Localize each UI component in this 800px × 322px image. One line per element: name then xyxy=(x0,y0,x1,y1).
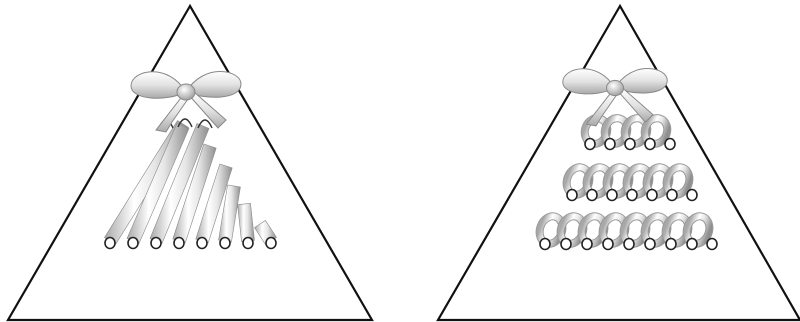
left-ornament xyxy=(8,6,372,320)
lacing-hole xyxy=(561,239,571,250)
lacing-hole xyxy=(665,139,675,150)
right-ornament xyxy=(438,6,800,320)
lacing-hole xyxy=(627,190,637,201)
lacing-hole xyxy=(197,238,207,249)
lacing-hole xyxy=(174,238,184,249)
lacing-hole xyxy=(625,139,635,150)
right-triangle-outline xyxy=(438,6,800,320)
lacing-hole xyxy=(667,190,677,201)
lacing-hole xyxy=(687,190,697,201)
lacing-hole xyxy=(645,239,655,250)
lacing-hole xyxy=(647,190,657,201)
lacing-hole xyxy=(243,238,253,249)
lacing-hole xyxy=(624,239,634,250)
lacing-hole xyxy=(645,139,655,150)
lacing-hole xyxy=(567,190,577,201)
lacing-hole xyxy=(585,139,595,150)
lacing-hole xyxy=(687,239,697,250)
lacing-hole xyxy=(605,139,615,150)
lacing-hole xyxy=(603,239,613,250)
lacing-hole xyxy=(151,238,161,249)
lacing-hole xyxy=(266,238,276,249)
lacing-hole xyxy=(540,239,550,250)
lacing-hole xyxy=(105,238,115,249)
lacing-hole xyxy=(607,190,617,201)
bow-knot xyxy=(177,84,195,100)
lacing-hole xyxy=(587,190,597,201)
lacing-hole xyxy=(582,239,592,250)
lacing-hole xyxy=(128,238,138,249)
bow-knot xyxy=(606,80,623,95)
lacing-hole xyxy=(220,238,230,249)
lacing-hole xyxy=(666,239,676,250)
lacing-hole xyxy=(707,239,717,250)
